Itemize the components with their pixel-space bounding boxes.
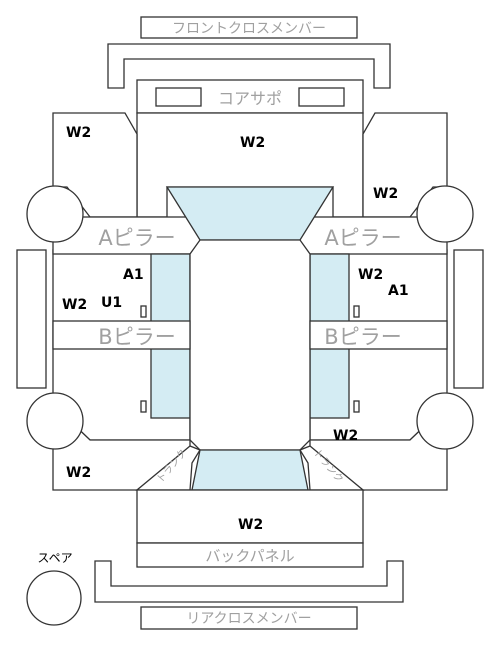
a-pillar-right-label: Aピラー xyxy=(324,226,401,250)
rear-window xyxy=(191,449,309,491)
mark-w2-rear-left: W2 xyxy=(66,465,91,481)
rear-cross-member-box xyxy=(140,606,358,630)
back-panel-box xyxy=(136,542,364,568)
front-cross-member-label: フロントクロスメンバー xyxy=(172,21,326,37)
mark-a1-right: A1 xyxy=(388,283,409,299)
mark-a1-left: A1 xyxy=(123,267,144,283)
b-pillar-left-label: Bピラー xyxy=(98,325,175,349)
mark-w2-rear-right: W2 xyxy=(333,428,358,444)
trunk-left-wedge xyxy=(135,445,201,491)
left-door-bar xyxy=(16,249,47,389)
a-pillar-left-label: Aピラー xyxy=(98,226,175,250)
rear-body-block xyxy=(136,489,364,544)
mark-w2-left-side: W2 xyxy=(62,297,87,313)
mark-u1-left: U1 xyxy=(101,295,122,311)
marker-left-lower xyxy=(140,400,147,413)
marker-right-lower xyxy=(353,400,360,413)
radiator-support-label: コアサポ xyxy=(218,89,282,108)
back-panel-label: バックパネル xyxy=(205,547,294,565)
rear-right-wheel xyxy=(416,392,474,450)
cabin-opening xyxy=(189,239,311,451)
mark-w2-front-right: W2 xyxy=(373,186,398,202)
right-door-bar xyxy=(453,249,484,389)
rear-cross-member-bracket xyxy=(94,560,404,603)
spare-label: スペア xyxy=(37,551,72,565)
trunk-right-wedge xyxy=(299,445,365,491)
rear-cross-member-label: リアクロスメンバー xyxy=(186,611,311,627)
b-pillar-right-label: Bピラー xyxy=(324,325,401,349)
marker-right-upper xyxy=(353,305,360,318)
b-pillar-left-band xyxy=(52,320,191,350)
front-right-wheel xyxy=(416,185,474,243)
mark-w2-front-left: W2 xyxy=(66,125,91,141)
marker-left-upper xyxy=(140,305,147,318)
radiator-support-slot-right xyxy=(298,87,345,107)
mark-w2-front-center: W2 xyxy=(240,135,265,151)
mark-w2-rear-center: W2 xyxy=(238,517,263,533)
rear-left-wheel xyxy=(26,392,84,450)
mark-w2-right-side: W2 xyxy=(358,267,383,283)
front-cross-member-bracket xyxy=(107,43,391,89)
b-pillar-right-band xyxy=(309,320,448,350)
radiator-support-slot-left xyxy=(155,87,202,107)
front-cross-member-box xyxy=(140,16,358,39)
spare-tire xyxy=(26,570,82,626)
front-left-wheel xyxy=(26,185,84,243)
